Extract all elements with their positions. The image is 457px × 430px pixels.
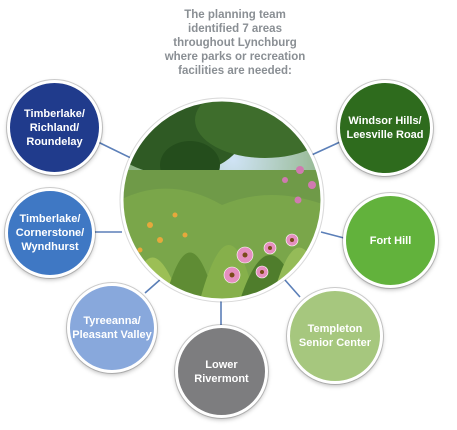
area-node-tyreeanna-pleasant-valley: Tyreeanna/ Pleasant Valley	[67, 283, 157, 373]
area-label: Timberlake/	[19, 213, 81, 225]
area-label: Tyreeanna/	[83, 315, 141, 327]
area-label: Cornerstone/	[15, 227, 85, 239]
area-label: Richland/	[29, 121, 80, 134]
area-node-windsor-hills-leesville-road: Windsor Hills/ Leesville Road	[337, 80, 433, 176]
intro-heading: The planning team identified 7 areas thr…	[150, 8, 320, 78]
connector-lines	[94, 141, 345, 325]
area-label: Windsor Hills/	[348, 115, 422, 127]
garden-photo	[122, 100, 322, 300]
area-node-templeton-senior-center: Templeton Senior Center	[287, 288, 383, 384]
connector-line	[97, 141, 136, 161]
area-label: Lower	[205, 358, 238, 371]
connector-line	[284, 279, 301, 298]
connector-line	[320, 231, 345, 239]
heading-line: facilities are needed:	[178, 65, 292, 77]
heading-line: The planning team	[184, 9, 286, 21]
area-node-fort-hill: Fort Hill	[343, 193, 438, 288]
area-label: Timberlake/	[24, 107, 85, 120]
area-label: Senior Center	[298, 337, 372, 349]
area-label: Pleasant Valley	[72, 329, 152, 341]
area-label: Leesville Road	[346, 129, 424, 141]
area-label: Fort Hill	[369, 234, 412, 247]
area-label: Roundelay	[26, 135, 83, 148]
area-label: Templeton	[307, 323, 363, 335]
heading-line: throughout Lynchburg	[173, 37, 297, 49]
area-node-lower-rivermont: Lower Rivermont	[175, 325, 268, 418]
area-label: Wyndhurst	[21, 241, 79, 253]
heading-line: identified 7 areas	[188, 23, 282, 35]
heading-line: where parks or recreation	[164, 51, 306, 63]
area-label: Rivermont	[194, 372, 249, 385]
area-node-timberlake-cornerstone-wyndhurst: Timberlake/ Cornerstone/ Wyndhurst	[5, 188, 95, 278]
area-node-timberlake-richland-roundelay: Timberlake/ Richland/ Roundelay	[7, 80, 102, 175]
connector-line	[144, 277, 163, 294]
